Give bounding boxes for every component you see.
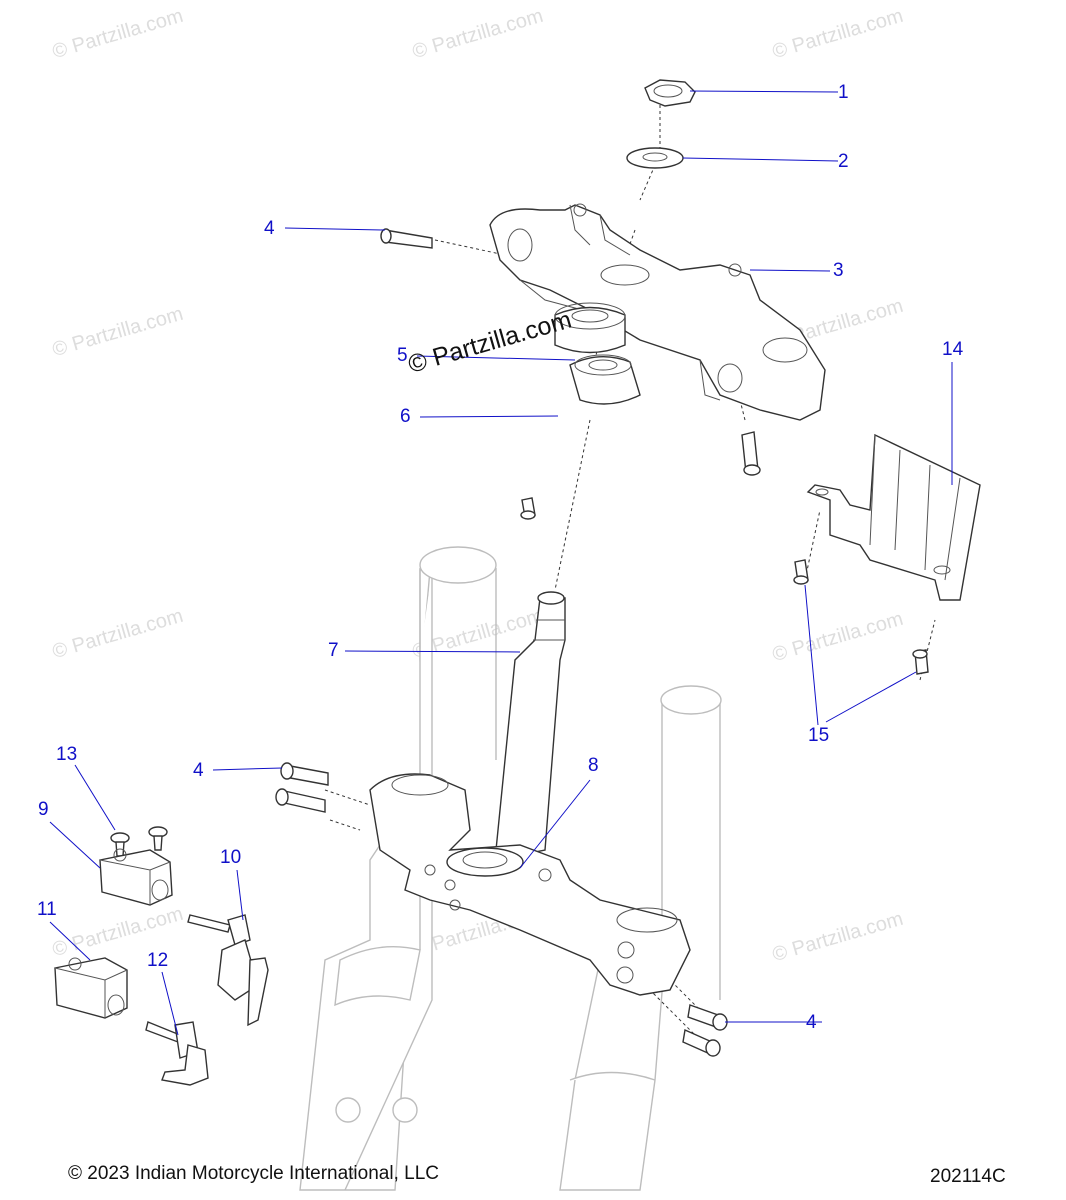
part-1-nut xyxy=(644,79,696,107)
callout-1: 1 xyxy=(838,82,849,103)
callout-8: 8 xyxy=(588,755,599,776)
part-4-bolt-lower-left-b xyxy=(275,788,326,813)
part-11-lock xyxy=(54,957,128,1019)
copyright-text: © 2023 Indian Motorcycle International, … xyxy=(68,1163,439,1184)
part-7-steering-stem xyxy=(494,591,566,861)
part-8-lower-triple-clamp xyxy=(369,773,691,996)
part-2-washer xyxy=(626,147,684,169)
small-bolt-center xyxy=(520,497,536,520)
part-14-guard xyxy=(806,433,981,601)
part-13-screw-b xyxy=(148,826,168,851)
callout-15: 15 xyxy=(808,725,830,746)
callout-10: 10 xyxy=(220,847,242,868)
small-bolt-upper-right xyxy=(741,431,761,476)
callout-7: 7 xyxy=(328,640,339,661)
callout-3: 3 xyxy=(833,260,844,281)
diagram-id: 202114C xyxy=(930,1166,1006,1187)
part-3-upper-triple-clamp xyxy=(489,203,826,421)
callout-14: 14 xyxy=(942,339,964,360)
part-5-ring-nut xyxy=(569,354,641,405)
part-6-bearing xyxy=(554,302,626,354)
part-4-bolt-upper xyxy=(380,228,433,249)
part-10-keys xyxy=(187,914,269,1027)
callout-4-lower-right: 4 xyxy=(806,1012,817,1033)
part-15-bolt-b xyxy=(912,649,929,675)
callout-5: 5 xyxy=(397,345,408,366)
part-15-bolt-a xyxy=(793,559,809,585)
callout-12: 12 xyxy=(147,950,169,971)
callout-2: 2 xyxy=(838,151,849,172)
callout-9: 9 xyxy=(38,799,49,820)
part-13-screw-a xyxy=(110,832,130,857)
callout-6: 6 xyxy=(400,406,411,427)
callout-13: 13 xyxy=(56,744,78,765)
part-4-bolt-lower-right-b xyxy=(682,1028,721,1057)
part-4-bolt-lower-right-a xyxy=(687,1004,728,1031)
fork-left xyxy=(299,546,497,1191)
part-4-bolt-lower-left-a xyxy=(280,762,329,786)
callout-4: 4 xyxy=(264,218,275,239)
part-12-keys xyxy=(145,1021,209,1086)
callout-4-lower-left: 4 xyxy=(193,760,204,781)
part-9-lock xyxy=(99,848,173,906)
callout-11: 11 xyxy=(37,899,57,920)
